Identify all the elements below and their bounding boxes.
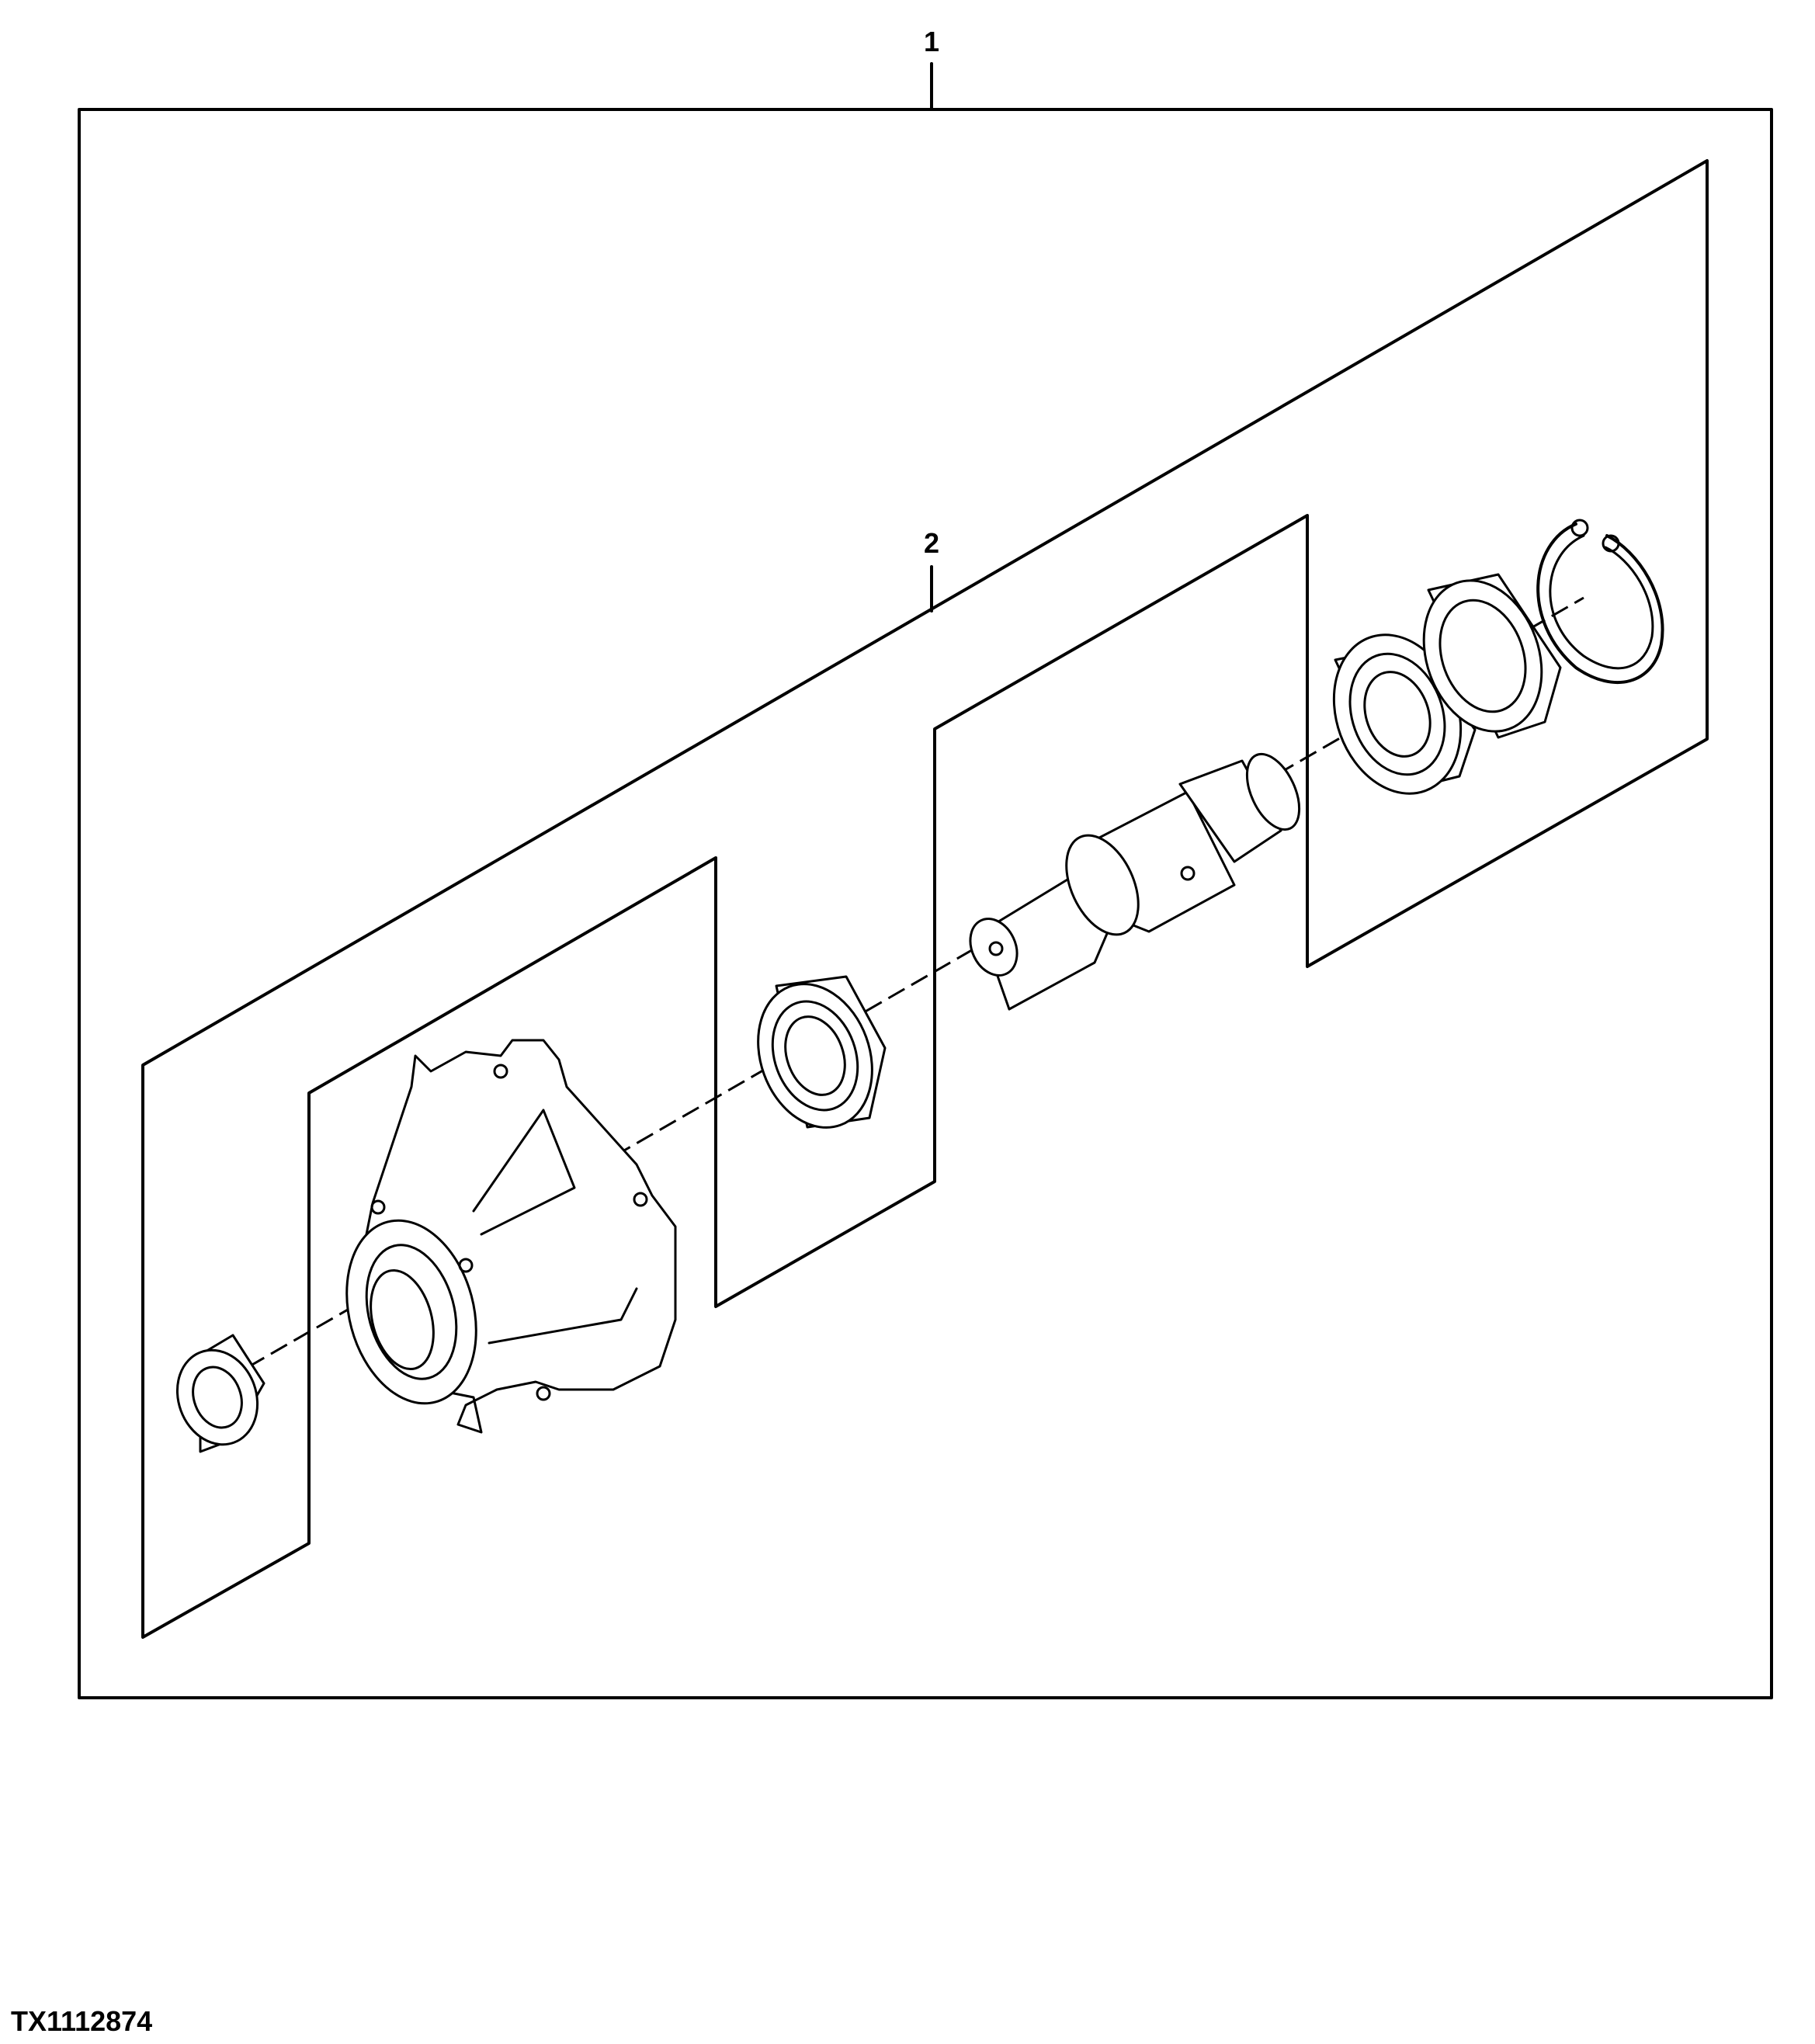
ball-bearing-small[interactable] (739, 968, 892, 1143)
kit-frame (78, 108, 1773, 1699)
pump-shaft[interactable] (962, 746, 1310, 1011)
oil-seal[interactable] (165, 1334, 270, 1456)
figure-id: TX1112874 (11, 2005, 152, 2037)
ball-bearing-large-front[interactable] (1313, 617, 1482, 812)
callout-2[interactable]: 2 (924, 527, 939, 559)
snap-ring[interactable] (1536, 519, 1664, 685)
pump-housing[interactable] (328, 1039, 677, 1434)
ball-bearing-large-rear[interactable] (1404, 564, 1562, 748)
callout-1[interactable]: 1 (924, 26, 939, 57)
subassembly-outline (141, 159, 1709, 1639)
